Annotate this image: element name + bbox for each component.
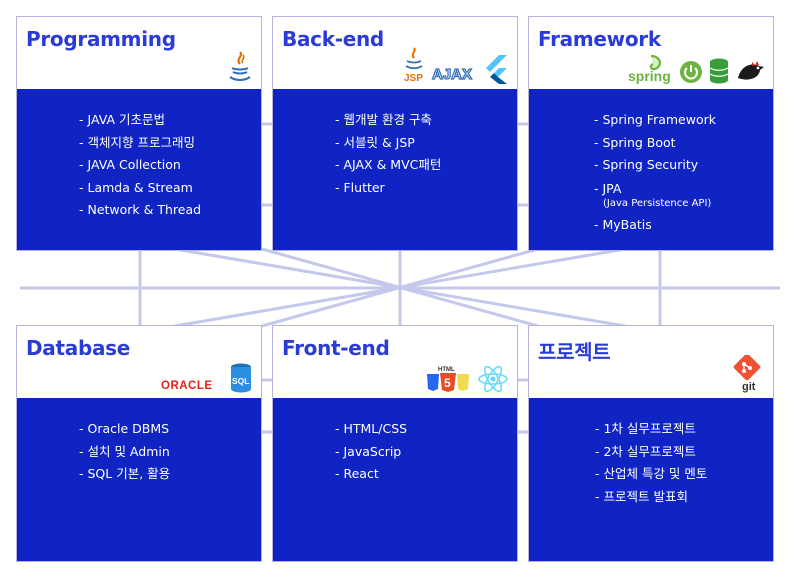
icon-group: ORACLE SQL — [161, 363, 253, 393]
card-programming: Programming JAVA 기초문법 객체지향 프로그래밍 JAVA Co… — [16, 16, 262, 251]
card-header: 프로젝트 git — [529, 326, 773, 398]
card-project: 프로젝트 git 1차 실무프로젝트 2차 실무프로젝트 산업체 특강 및 멘토… — [528, 325, 774, 562]
list-item: 웹개발 환경 구축 — [335, 109, 517, 132]
java-icon — [229, 51, 251, 81]
list-item: AJAX & MVC패턴 — [335, 154, 517, 177]
list-item: 설치 및 Admin — [79, 441, 261, 464]
svg-text:HTML: HTML — [438, 367, 455, 373]
list-item: Spring Boot — [594, 132, 773, 155]
list-item: MyBatis — [594, 214, 773, 237]
card-header: Framework spring — [529, 17, 773, 89]
card-body: 웹개발 환경 구축 서블릿 & JSP AJAX & MVC패턴 Flutter — [273, 89, 517, 250]
icon-group: JSP AJAX — [403, 46, 509, 84]
item-list: Spring Framework Spring Boot Spring Secu… — [594, 109, 773, 197]
card-header: Programming — [17, 17, 261, 89]
list-item: HTML/CSS — [335, 418, 517, 441]
card-body: JAVA 기초문법 객체지향 프로그래밍 JAVA Collection Lam… — [17, 89, 261, 250]
list-item: React — [335, 463, 517, 486]
svg-text:git: git — [742, 381, 756, 393]
card-header: Back-end JSP AJAX — [273, 17, 517, 89]
spring-icon: spring — [628, 54, 671, 84]
svg-text:SQL: SQL — [232, 376, 249, 386]
spring-boot-icon — [680, 61, 702, 83]
list-item: Oracle DBMS — [79, 418, 261, 441]
card-body: 1차 실무프로젝트 2차 실무프로젝트 산업체 특강 및 멘토 프로젝트 발표회 — [529, 398, 773, 561]
card-title: 프로젝트 — [538, 340, 611, 364]
list-item: SQL 기본, 활용 — [79, 463, 261, 486]
list-item: JavaScrip — [335, 441, 517, 464]
list-item: 객체지향 프로그래밍 — [79, 132, 261, 155]
card-title: Database — [26, 336, 131, 360]
jpa-note: (Java Persistence API) — [603, 197, 712, 209]
item-list: MyBatis — [594, 214, 773, 237]
svg-text:AJAX: AJAX — [432, 66, 472, 83]
card-header: Front-end HTML 5 — [273, 326, 517, 398]
card-title: Framework — [538, 27, 661, 51]
item-list: Oracle DBMS 설치 및 Admin SQL 기본, 활용 — [79, 418, 261, 486]
list-item: 서블릿 & JSP — [335, 132, 517, 155]
list-item: JAVA 기초문법 — [79, 109, 261, 132]
card-body: Oracle DBMS 설치 및 Admin SQL 기본, 활용 — [17, 398, 261, 561]
list-item: Spring Security — [594, 154, 773, 177]
jsp-icon: JSP — [404, 47, 423, 84]
list-item: Network & Thread — [79, 199, 261, 222]
item-list: HTML/CSS JavaScrip React — [335, 418, 517, 486]
html-css-js-icon: HTML 5 — [427, 367, 469, 392]
list-item: JPA — [594, 181, 773, 197]
item-list: 웹개발 환경 구축 서블릿 & JSP AJAX & MVC패턴 Flutter — [335, 109, 517, 199]
list-item: 2차 실무프로젝트 — [595, 441, 773, 464]
list-item: Flutter — [335, 177, 517, 200]
list-item: 산업체 특강 및 멘토 — [595, 463, 773, 486]
card-title: Programming — [26, 27, 176, 51]
icon-group: HTML 5 — [425, 365, 509, 393]
list-item: Spring Framework — [594, 109, 773, 132]
item-list: 1차 실무프로젝트 2차 실무프로젝트 산업체 특강 및 멘토 프로젝트 발표회 — [595, 418, 773, 508]
svg-text:spring: spring — [628, 68, 671, 84]
sql-icon: SQL — [231, 363, 251, 393]
card-framework: Framework spring — [528, 16, 774, 251]
react-icon — [478, 365, 508, 393]
card-back-end: Back-end JSP AJAX 웹개발 환경 구축 서블릿 & JSP AJ… — [272, 16, 518, 251]
ajax-icon: AJAX — [431, 65, 472, 83]
database-icon — [709, 58, 729, 84]
icon-group — [227, 50, 253, 84]
svg-text:ORACLE: ORACLE — [161, 380, 213, 392]
svg-text:JSP: JSP — [404, 73, 423, 84]
icon-group: spring — [627, 54, 765, 84]
card-title: Front-end — [282, 336, 390, 360]
list-item: 프로젝트 발표회 — [595, 486, 773, 509]
item-list: JAVA 기초문법 객체지향 프로그래밍 JAVA Collection Lam… — [79, 109, 261, 222]
list-item: Lamda & Stream — [79, 177, 261, 200]
mybatis-bird-icon — [738, 61, 764, 80]
oracle-icon: ORACLE — [161, 380, 213, 392]
flutter-icon — [486, 55, 507, 84]
card-database: Database ORACLE SQL Oracle DBMS 설치 및 Adm… — [16, 325, 262, 562]
list-item: JAVA Collection — [79, 154, 261, 177]
git-icon: git — [733, 355, 761, 393]
card-header: Database ORACLE SQL — [17, 326, 261, 398]
card-front-end: Front-end HTML 5 HTML/CSS JavaScrip — [272, 325, 518, 562]
card-title: Back-end — [282, 27, 384, 51]
list-item: 1차 실무프로젝트 — [595, 418, 773, 441]
svg-text:5: 5 — [444, 376, 451, 390]
card-body: Spring Framework Spring Boot Spring Secu… — [529, 89, 773, 250]
card-body: HTML/CSS JavaScrip React — [273, 398, 517, 561]
icon-group: git — [731, 355, 765, 393]
